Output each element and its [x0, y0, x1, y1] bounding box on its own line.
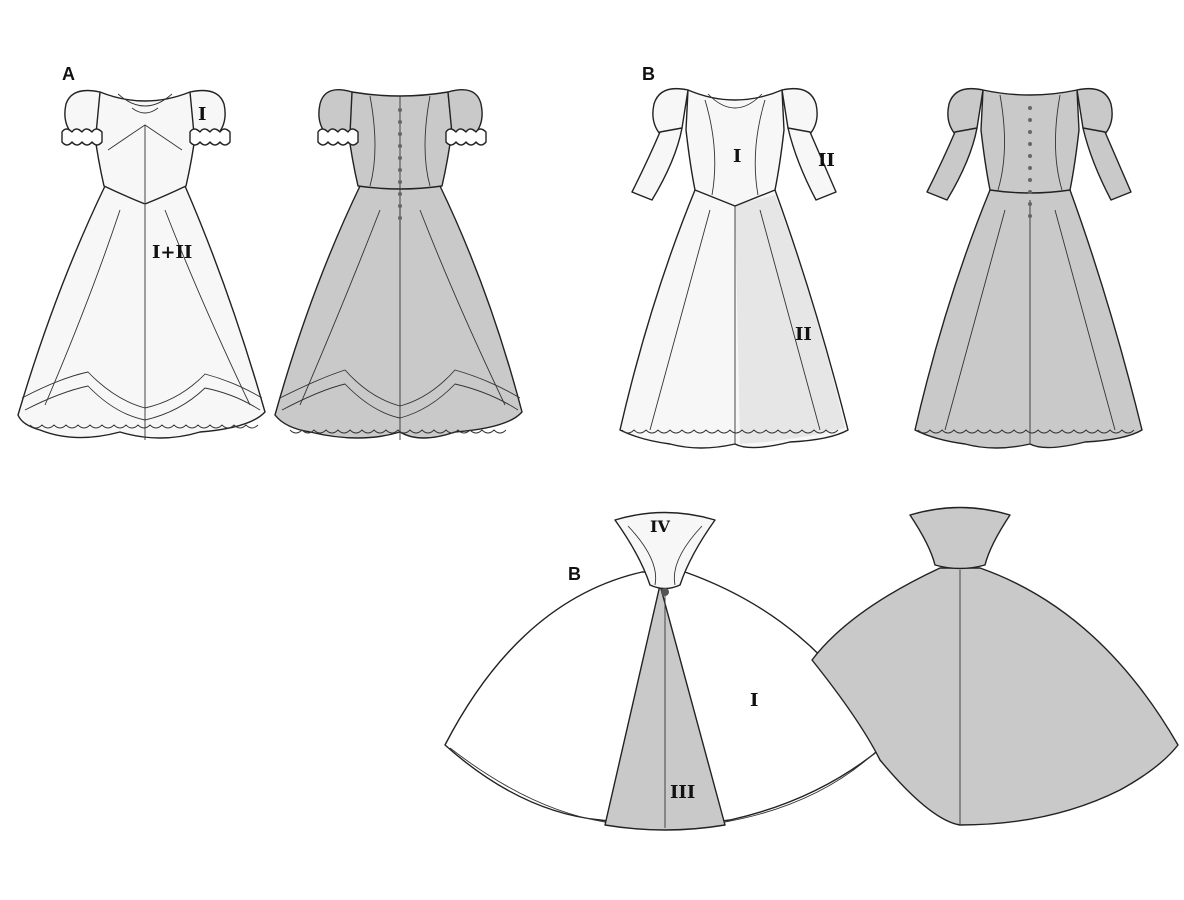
view-b-cape-label: B: [568, 564, 581, 584]
view-a-dress-back: [274, 89, 523, 440]
cape-body-label: I: [750, 690, 758, 711]
view-b-skirt-label: II: [795, 324, 812, 345]
view-a-bodice-label: I: [198, 104, 206, 125]
cape-collar-label: IV: [650, 517, 670, 536]
view-b-dress-back: [914, 87, 1143, 449]
view-b-cape-front: [444, 511, 886, 831]
cape-front-panel-label: III: [670, 782, 695, 803]
view-b-cape-back: [811, 506, 1179, 826]
view-b-dress-front: [619, 87, 849, 449]
view-a-dress-front: [17, 89, 266, 440]
view-b-bodice-label: I: [733, 146, 741, 167]
view-a-label: A: [62, 64, 75, 84]
view-a-skirt-label: I+II: [152, 242, 192, 263]
view-b-sleeve-label: II: [818, 150, 835, 171]
view-b-dress-label: B: [642, 64, 655, 84]
